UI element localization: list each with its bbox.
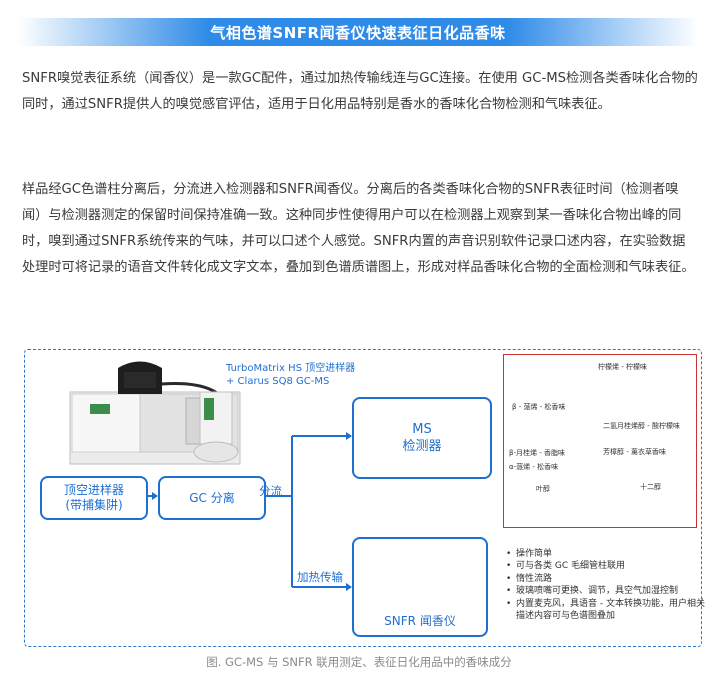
gc-separation-box: GC 分离	[158, 476, 266, 520]
headspace-sampler-box: 顶空进样器 (带捕集阱)	[40, 476, 148, 520]
annotation-beta-pinene: β - 蒎烯 - 松香味	[512, 403, 566, 411]
instrument-label: TurboMatrix HS 顶空进样器 + Clarus SQ8 GC-MS	[226, 362, 355, 388]
annotation-limonene: 柠檬烯 - 柠檬味	[598, 363, 647, 371]
workflow-diagram-frame	[24, 349, 702, 647]
snfr-box-label: SNFR 闻香仪	[384, 614, 456, 628]
feature-item: 操作简单	[506, 548, 706, 561]
snfr-feature-list: 操作简单 可与各类 GC 毛细管柱联用 惰性流路 玻璃喷嘴可更换、调节，具空气加…	[506, 548, 706, 622]
ms-detector-box: MS 检测器	[352, 397, 492, 479]
figure-caption: 图. GC-MS 与 SNFR 联用测定、表征日化用品中的香味成分	[206, 655, 512, 669]
headspace-sampler-image	[193, 391, 239, 463]
snfr-olfactometer-box: SNFR 闻香仪	[352, 537, 488, 637]
headspace-box-line2: (带捕集阱)	[65, 498, 123, 512]
process-paragraph: 样品经GC色谱柱分离后，分流进入检测器和SNFR闻香仪。分离后的各类香味化合物的…	[22, 182, 695, 275]
banner-title: 气相色谱SNFR闻香仪快速表征日化品香味	[210, 23, 506, 42]
split-flow-label: 分流	[259, 484, 282, 498]
annotation-linalool: 芳樟醇 - 薰衣草香味	[603, 448, 666, 456]
ms-box-line2: 检测器	[402, 439, 442, 454]
annotation-dodecanol: 十二醇	[640, 483, 661, 491]
annotation-alpha-pinene: α-蒎烯 - 松香味	[509, 463, 559, 471]
intro-paragraph: SNFR嗅觉表征系统（闻香仪）是一款GC配件，通过加热传输线连与GC连接。在使用…	[22, 71, 698, 112]
heated-transfer-label: 加热传输	[297, 570, 343, 584]
feature-item: 内置麦克风，具语音 - 文本转换功能，用户相关描述内容可与色谱图叠加	[506, 598, 706, 623]
annotation-beta-myrcene: β-月桂烯 - 香脂味	[509, 449, 565, 457]
ms-box-line1: MS	[412, 422, 432, 437]
feature-item: 玻璃喷嘴可更换、调节，具空气加湿控制	[506, 585, 706, 598]
chromatogram-frame	[503, 354, 697, 528]
instrument-label-line2: + Clarus SQ8 GC-MS	[226, 376, 330, 387]
arrow-split	[264, 432, 352, 591]
annotation-dihydromyrcenol: 二氢月桂烯醇 - 酸柠檬味	[603, 422, 680, 430]
feature-item: 惰性流路	[506, 573, 706, 586]
gc-box-label: GC 分离	[189, 490, 235, 505]
annotation-leaf-alcohol: 叶醇	[536, 485, 550, 493]
title-banner: 气相色谱SNFR闻香仪快速表征日化品香味	[18, 18, 698, 46]
headspace-box-line1: 顶空进样器	[63, 483, 124, 497]
feature-item: 可与各类 GC 毛细管柱联用	[506, 560, 706, 573]
instrument-label-line1: TurboMatrix HS 顶空进样器	[226, 363, 356, 374]
